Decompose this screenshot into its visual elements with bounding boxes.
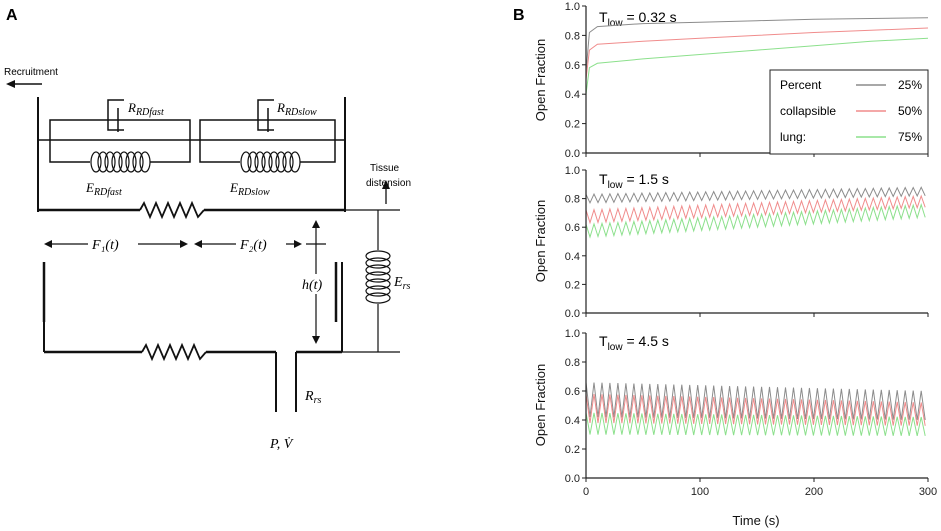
slow-lower-branch — [199, 140, 336, 163]
tissue-label-1: Tissue — [370, 163, 400, 174]
chart-1-series-50pct — [585, 194, 926, 225]
chart-1-ytick-label: 0.2 — [565, 279, 580, 291]
chart-0-ytick-label: 0.8 — [565, 30, 580, 42]
panel-b-charts: B Tlow = 0.32 s Open Fraction 0.0 0.2 0.4 0… — [513, 1, 937, 528]
f1-right-head — [180, 240, 188, 248]
chart-2-xtick-label: 300 — [919, 486, 937, 498]
h-bottom-head — [312, 336, 320, 344]
chart-2-ytick-label: 1.0 — [565, 328, 580, 340]
legend-title-2: collapsible — [780, 104, 836, 118]
h-top-head — [312, 220, 320, 228]
lower-resistor — [141, 342, 207, 362]
r-rs-label: Rrs — [304, 389, 321, 406]
e-rdslow-label: ERDslow — [229, 180, 270, 198]
e-rdfast-label: ERDfast — [85, 180, 122, 198]
dashpot-rdfast — [105, 99, 135, 132]
chart-0-ytick-label: 1.0 — [565, 1, 580, 13]
chart-2-series-75pct — [585, 412, 926, 437]
f2-left-head — [194, 240, 202, 248]
fast-upper-branch — [49, 119, 191, 140]
h-label-bg — [300, 274, 336, 294]
legend-title-3: lung: — [780, 130, 806, 144]
tissue-arrowhead — [382, 180, 390, 189]
dashpot-rdslow — [255, 99, 285, 132]
spring-rdfast — [90, 151, 151, 173]
chart-tlow-1-5: Tlow = 1.5 s Open Fraction 0.0 0.2 0.4 0.6 0… — [533, 165, 929, 320]
legend: Percent collapsible lung: 25% 50% 75% — [769, 69, 929, 155]
tissue-label-2: distension — [366, 178, 411, 189]
chart-tlow-4-5: Tlow = 4.5 s Open Fraction 0.0 0.2 0.4 0.6 0… — [533, 328, 937, 498]
chart-0-ytick-label: 0.6 — [565, 60, 580, 72]
chart-2-series-50pct — [585, 393, 926, 426]
chart-0-ytick-label: 0.2 — [565, 119, 580, 131]
spring-rdslow — [240, 151, 301, 173]
f2-label: F₂(t) — [239, 238, 267, 253]
slow-upper-branch — [199, 119, 336, 140]
chart-2-plot — [585, 382, 926, 437]
e-rs-label: Ers — [393, 275, 410, 292]
pv-label: P, V̇ — [269, 436, 294, 452]
chart-1-ylabel: Open Fraction — [533, 200, 548, 282]
f1-label-bg — [88, 235, 138, 253]
spring-ers — [365, 250, 391, 304]
chart-0-series-75pct — [585, 37, 929, 95]
panel-a-circuit: A Recruitment — [4, 7, 411, 452]
chart-1-ytick-label: 0.6 — [565, 222, 580, 234]
chart-2-xtick-label: 0 — [583, 486, 589, 498]
f2-label-bg — [236, 235, 286, 253]
upper-resistor — [139, 200, 205, 220]
legend-label-75: 75% — [898, 130, 922, 144]
chart-1-plot — [585, 186, 926, 239]
f1-left-head — [44, 240, 52, 248]
chart-1-ytick-label: 1.0 — [565, 165, 580, 177]
chart-2-series-25pct — [585, 382, 926, 421]
legend-label-25: 25% — [898, 78, 922, 92]
chart-2-ytick-label: 0.8 — [565, 357, 580, 369]
legend-box — [769, 69, 929, 155]
chart-0-ylabel: Open Fraction — [533, 39, 548, 121]
chart-2-ylabel: Open Fraction — [533, 364, 548, 446]
chart-2-ytick-label: 0.2 — [565, 444, 580, 456]
recruitment-label: Recruitment — [4, 67, 58, 78]
f2-right-head — [294, 240, 302, 248]
x-axis-label: Time (s) — [732, 513, 779, 528]
r-rdslow-label: RRDslow — [276, 100, 317, 118]
chart-1-series-75pct — [585, 203, 926, 239]
chart-1-ytick-label: 0.8 — [565, 194, 580, 206]
chart-0-series-50pct — [585, 27, 929, 80]
chart-0-ytick-label: 0.4 — [565, 89, 580, 101]
chart-1-series-25pct — [585, 186, 926, 204]
legend-label-50: 50% — [898, 104, 922, 118]
chart-0-ytick-label: 0.0 — [565, 148, 580, 160]
chart-2-xtick-label: 100 — [691, 486, 709, 498]
recruitment-arrowhead — [6, 80, 15, 88]
chart-tlow-0-32: Tlow = 0.32 s Open Fraction 0.0 0.2 0.4 0.6… — [533, 1, 929, 160]
chart-2-ytick-label: 0.4 — [565, 415, 580, 427]
chart-2-ytick-label: 0.6 — [565, 386, 580, 398]
chart-2-ytick-label: 0.0 — [565, 473, 580, 485]
panel-b-label: B — [513, 7, 525, 24]
chart-0-title: Tlow = 0.32 s — [599, 9, 677, 29]
f1-label: F₁(t) — [91, 238, 119, 253]
chart-1-title: Tlow = 1.5 s — [599, 171, 669, 191]
chart-0-series-25pct — [585, 17, 929, 73]
chart-2-title: Tlow = 4.5 s — [599, 333, 669, 353]
chart-1-ytick-label: 0.0 — [565, 308, 580, 320]
chart-1-ytick-label: 0.4 — [565, 251, 580, 263]
r-rdfast-label: RRDfast — [127, 100, 164, 118]
chart-2-xtick-label: 200 — [805, 486, 823, 498]
h-label: h(t) — [302, 278, 323, 293]
panel-a-label: A — [6, 7, 18, 24]
fast-lower-branch — [49, 140, 191, 163]
chart-0-plot — [585, 17, 929, 95]
legend-title-1: Percent — [780, 78, 822, 92]
